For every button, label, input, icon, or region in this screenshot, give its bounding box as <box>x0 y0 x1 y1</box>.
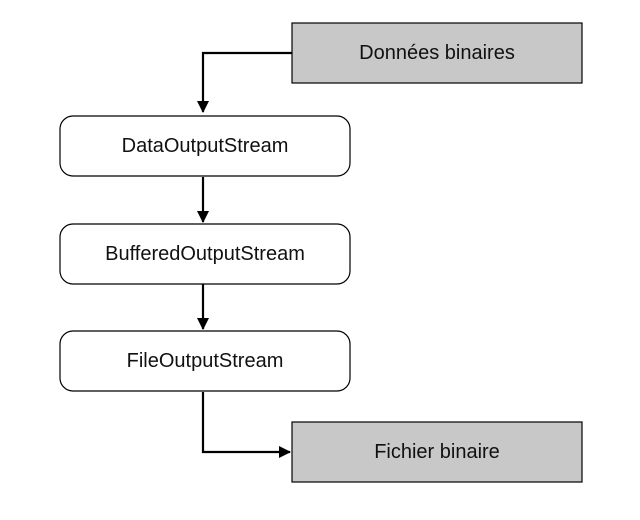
stream-node-file <box>59 330 351 392</box>
connector-source-to-data <box>197 51 292 113</box>
stream-node-data <box>59 115 351 177</box>
connector-file-to-sink <box>201 392 291 458</box>
stream-node-buffered <box>59 223 351 285</box>
source-node <box>291 22 583 84</box>
sink-node <box>291 421 583 483</box>
